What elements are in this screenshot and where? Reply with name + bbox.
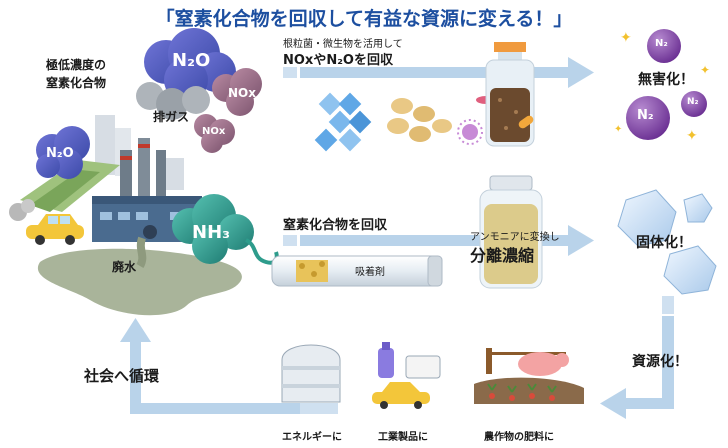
convert-caption: アンモニアに変換し [470,232,560,243]
exhaust-label: 排ガス [153,110,190,124]
solid-crystals-icon [617,189,717,295]
arrow-loop-back [120,318,338,414]
n2-label-small: N₂ [687,97,699,107]
nh3-cloud [172,194,279,265]
ammonia-concentrate-jar-icon [479,175,543,289]
nox-cloud-large [212,68,262,116]
source-label-line1: 極低濃度の [46,58,107,72]
n2o-cloud-label-large: N₂O [172,50,211,71]
source-label-line2: 窒素化合物 [46,76,107,90]
nh3-cloud-label: NH₃ [192,222,231,243]
resource-label: 資源化！ [632,354,688,370]
n2-label-large: N₂ [637,108,654,123]
svg-text:✦: ✦ [700,63,710,77]
soil-jar-icon [485,42,535,147]
n2o-cloud-large [144,28,236,102]
arrow-top-route [283,57,594,88]
nox-cloud-label-large: NOx [228,86,256,100]
n2o-cloud-label-small: N₂O [46,146,74,161]
zeolite-crystal-icon [314,92,372,152]
nox-cloud-small [194,114,235,153]
diagram-title: 「窒素化合物を回収して有益な資源に変える！」 [155,8,573,30]
factory-illustration [9,115,242,316]
mid-route-heading: 窒素化合物を回収 [283,218,388,233]
n2o-cloud-small [36,126,90,179]
svg-text:✦: ✦ [620,30,632,46]
harmless-label: 無害化！ [638,72,694,88]
soybean-icon [387,98,452,142]
arrow-mid-route [283,225,594,256]
nox-cloud-label-small: NOx [202,126,226,137]
industrial-products-icon [372,342,441,409]
arrow-to-society [600,296,674,419]
exhaust-smoke [136,82,210,120]
n2-molecules-icon: ✦ ✦ ✦ ✦ [614,29,710,144]
use-industrial-label: 工業製品に [378,432,428,443]
wastewater-label: 廃水 [112,260,137,274]
society-label: 社会へ循環 [84,367,160,385]
energy-tank-icon [281,344,341,403]
svg-text:✦: ✦ [686,128,698,144]
svg-text:✦: ✦ [614,124,622,135]
use-fertilizer-label: 農作物の肥料に [484,432,554,443]
top-route-caption: 根粒菌・微生物を活用して [283,39,403,50]
use-energy-label: エネルギーに [282,432,342,443]
crops-livestock-icon [474,348,584,404]
top-route-heading: NOxやN₂Oを回収 [283,53,393,68]
adsorbent-tube-icon [271,255,443,287]
n2-label-top: N₂ [655,38,668,49]
adsorbent-label: 吸着剤 [355,267,385,278]
solidify-label: 固体化！ [636,235,692,251]
convert-heading: 分離濃縮 [470,246,535,265]
